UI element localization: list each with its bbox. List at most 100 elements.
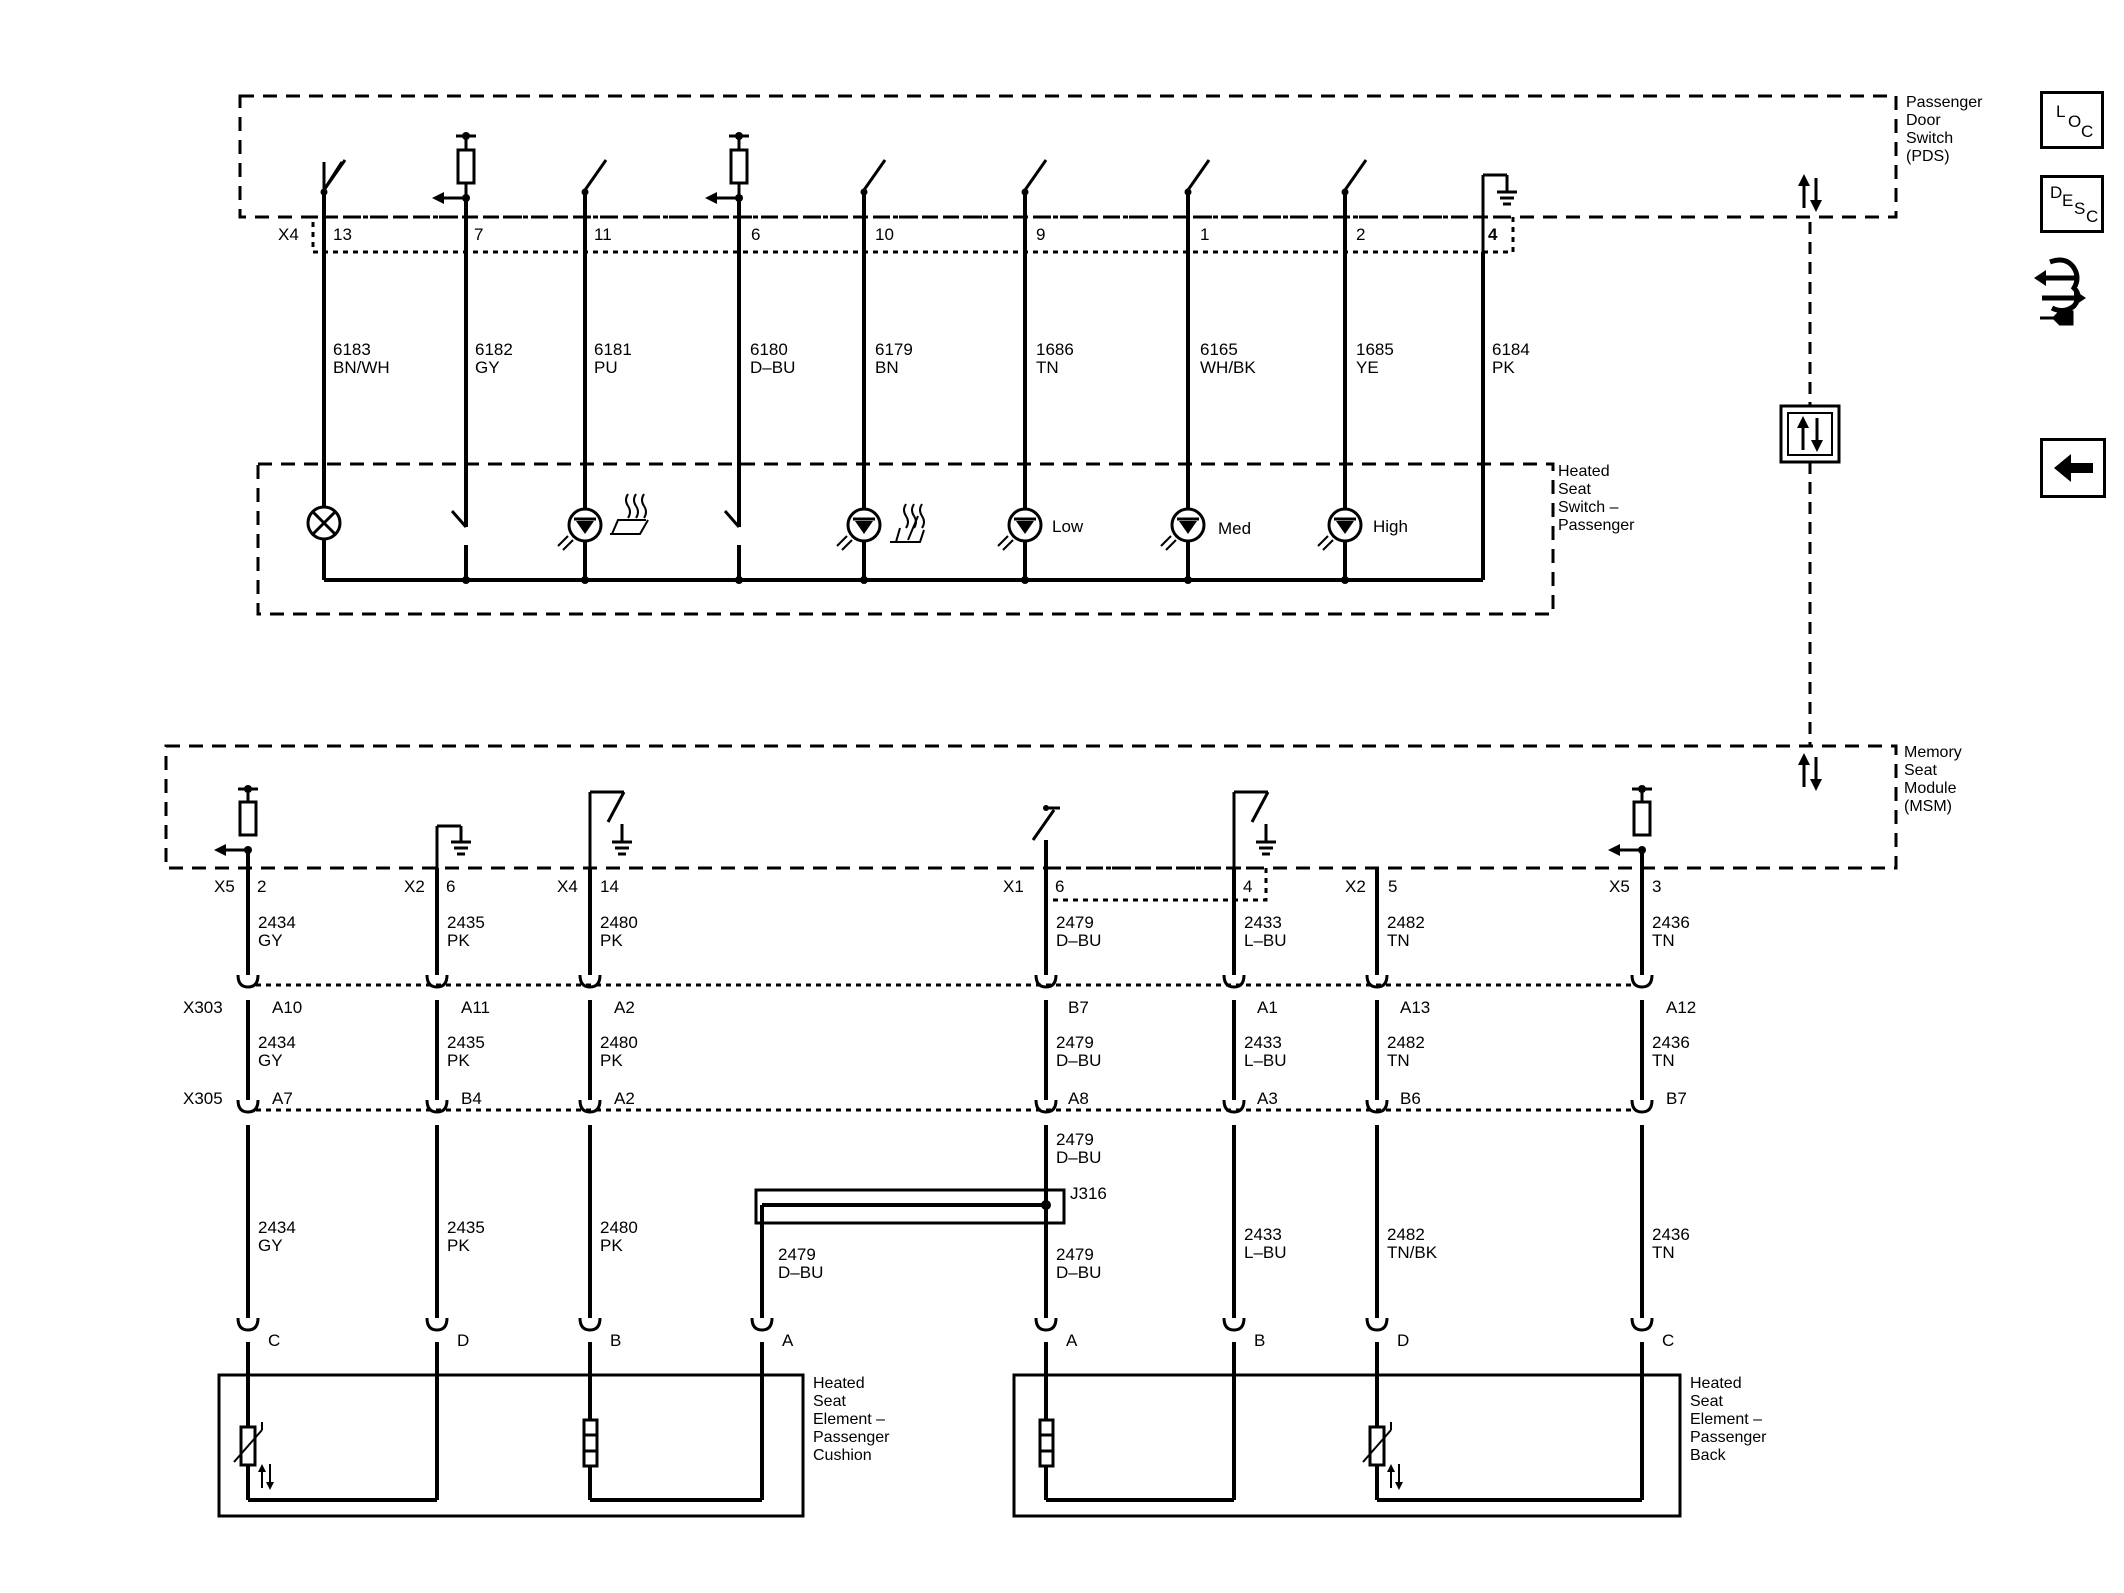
svg-text:2482: 2482 xyxy=(1387,913,1425,932)
svg-text:PK: PK xyxy=(600,931,623,950)
svg-text:Passenger: Passenger xyxy=(1690,1429,1767,1446)
hss-switch-7 xyxy=(450,510,468,580)
svg-text:Element –: Element – xyxy=(813,1411,885,1428)
pds-connector-label: X4 xyxy=(278,225,299,244)
x303-pin-a1: A1 xyxy=(1257,998,1278,1017)
wire-6180-color: D–BU xyxy=(750,358,795,377)
heated-seat-element-cushion: Heated Seat Element – Passenger Cushion xyxy=(217,1342,890,1518)
loc-button[interactable]: L O C xyxy=(2040,91,2104,149)
pds-pullup-6 xyxy=(705,132,749,204)
wire-6165-color: WH/BK xyxy=(1200,358,1256,377)
msm-pin-3: 3 xyxy=(1652,877,1661,896)
desc-button[interactable]: D E S C xyxy=(2040,175,2104,233)
pds-pin-10: 10 xyxy=(875,225,894,244)
element-terminal-cup xyxy=(1222,1317,1246,1332)
svg-text:GY: GY xyxy=(258,931,283,950)
svg-text:2479: 2479 xyxy=(1056,1033,1094,1052)
svg-text:TN/BK: TN/BK xyxy=(1387,1243,1438,1262)
msm-ground-x2-6 xyxy=(435,824,471,868)
element-terminal-cup xyxy=(425,1317,449,1332)
msm-pin-4: 4 xyxy=(1243,877,1252,896)
splice-label: J316 xyxy=(1070,1184,1107,1203)
bidirectional-arrows-icon xyxy=(1798,753,1822,791)
terminal-cup xyxy=(1630,974,1654,989)
pds-pin-2: 2 xyxy=(1356,225,1365,244)
splice-j316: J316 xyxy=(754,1184,1107,1225)
pds-pin-13: 13 xyxy=(333,225,352,244)
svg-text:2436: 2436 xyxy=(1652,913,1690,932)
x303-pin-labels: A10 A11 A2 B7 A1 A13 A12 xyxy=(272,998,1696,1017)
wire-6183-number: 6183 xyxy=(333,340,371,359)
pds-pin-9: 9 xyxy=(1036,225,1045,244)
svg-text:Heated: Heated xyxy=(1690,1375,1742,1392)
svg-text:2434: 2434 xyxy=(258,1218,296,1237)
x305-pin-a2: A2 xyxy=(614,1089,635,1108)
msm-conn-x4: X4 xyxy=(557,877,578,896)
msm-conn-x5b: X5 xyxy=(1609,877,1630,896)
top-wire-labels: 6183 BN/WH 6182 GY 6181 PU 6180 D–BU 617… xyxy=(333,340,1530,377)
svg-text:Seat: Seat xyxy=(1690,1393,1723,1410)
msm-pin-14: 14 xyxy=(600,877,619,896)
back-button[interactable] xyxy=(2040,438,2106,498)
svg-text:TN: TN xyxy=(1652,1243,1675,1262)
msm-pin-2: 2 xyxy=(257,877,266,896)
schematic-diagnostic-icon[interactable] xyxy=(2034,257,2086,326)
wire-6181-color: PU xyxy=(594,358,618,377)
svg-text:B: B xyxy=(1254,1331,1265,1350)
msm-pin-6b: 6 xyxy=(1055,877,1064,896)
x305-pin-b4: B4 xyxy=(461,1089,482,1108)
x303-pin-a12: A12 xyxy=(1666,998,1696,1017)
svg-text:PK: PK xyxy=(600,1236,623,1255)
pds-pin-labels: 13 7 11 6 10 9 1 2 4 xyxy=(333,225,1498,244)
hss-label-1: Heated xyxy=(1558,463,1610,480)
svg-text:D–BU: D–BU xyxy=(1056,931,1101,950)
led-label-low: Low xyxy=(1052,517,1084,536)
pds-label-2: Door xyxy=(1906,112,1941,129)
x303-pin-a13: A13 xyxy=(1400,998,1430,1017)
pds-pin-4: 4 xyxy=(1488,225,1498,244)
svg-text:A: A xyxy=(1066,1331,1078,1350)
svg-text:2434: 2434 xyxy=(258,913,296,932)
svg-text:2482: 2482 xyxy=(1387,1033,1425,1052)
pds-pullup-7 xyxy=(432,132,476,204)
terminal-cup xyxy=(1222,1099,1246,1114)
wire-1686-color: TN xyxy=(1036,358,1059,377)
element-terminal-cup xyxy=(236,1317,260,1332)
svg-text:2479: 2479 xyxy=(1056,1130,1094,1149)
svg-text:2433: 2433 xyxy=(1244,1225,1282,1244)
pds-pin-7: 7 xyxy=(474,225,483,244)
svg-text:GY: GY xyxy=(258,1236,283,1255)
terminal-cup xyxy=(425,1099,449,1114)
serial-data-link xyxy=(1779,222,1841,745)
svg-text:2480: 2480 xyxy=(600,1218,638,1237)
svg-text:Seat: Seat xyxy=(813,1393,846,1410)
heating-element-icon xyxy=(1038,1418,1055,1468)
svg-text:Cushion: Cushion xyxy=(813,1447,872,1464)
terminal-cup xyxy=(1630,1099,1654,1114)
svg-text:L–BU: L–BU xyxy=(1244,931,1287,950)
msm-pullup-x5-3 xyxy=(1608,785,1652,856)
x303-pin-a10: A10 xyxy=(272,998,302,1017)
msm-conn-x2a: X2 xyxy=(404,877,425,896)
wire-6180-number: 6180 xyxy=(750,340,788,359)
msm-lowside-x4-14 xyxy=(588,790,632,868)
wire-6181-number: 6181 xyxy=(594,340,632,359)
loc-letter-o: O xyxy=(2068,112,2082,131)
svg-text:PK: PK xyxy=(447,1051,470,1070)
x305-pin-a8: A8 xyxy=(1068,1089,1089,1108)
element-terminal-cup xyxy=(1034,1317,1058,1332)
x303-label: X303 xyxy=(183,998,223,1017)
thermistor-icon xyxy=(1362,1422,1403,1490)
svg-text:TN: TN xyxy=(1652,1051,1675,1070)
msm-conn-x1: X1 xyxy=(1003,877,1024,896)
wire-6184-number: 6184 xyxy=(1492,340,1530,359)
bottom-wires xyxy=(246,840,1644,1318)
msm-label-4: (MSM) xyxy=(1904,798,1952,815)
pds-component: Passenger Door Switch (PDS) X4 xyxy=(238,94,1983,254)
svg-text:D: D xyxy=(457,1331,469,1350)
heating-element-icon xyxy=(582,1418,599,1468)
desc-letter-s: S xyxy=(2074,199,2086,218)
